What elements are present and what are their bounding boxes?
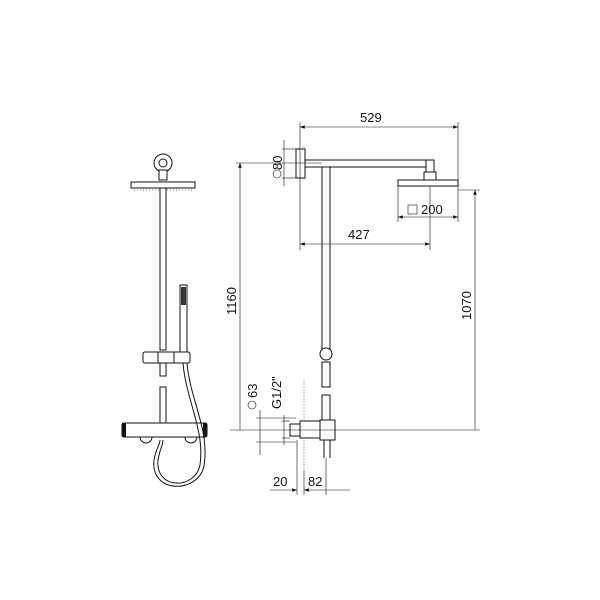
dim-thread: G1/2" xyxy=(269,376,284,409)
dim-1160: 1160 xyxy=(224,287,239,315)
dim-1070: 1070 xyxy=(459,291,474,320)
dim-529: 529 xyxy=(360,110,382,125)
dim-80: 80 xyxy=(270,156,285,170)
diameter-icon xyxy=(247,400,257,410)
front-view xyxy=(121,153,208,487)
dimension-lines xyxy=(230,122,480,495)
dim-427: 427 xyxy=(348,227,370,242)
dim-63: 63 xyxy=(245,384,260,398)
dim-82: 82 xyxy=(308,474,322,489)
dim-200: 200 xyxy=(421,202,443,217)
diameter-icon xyxy=(272,169,282,179)
side-view xyxy=(289,146,459,470)
dim-20: 20 xyxy=(273,474,287,489)
